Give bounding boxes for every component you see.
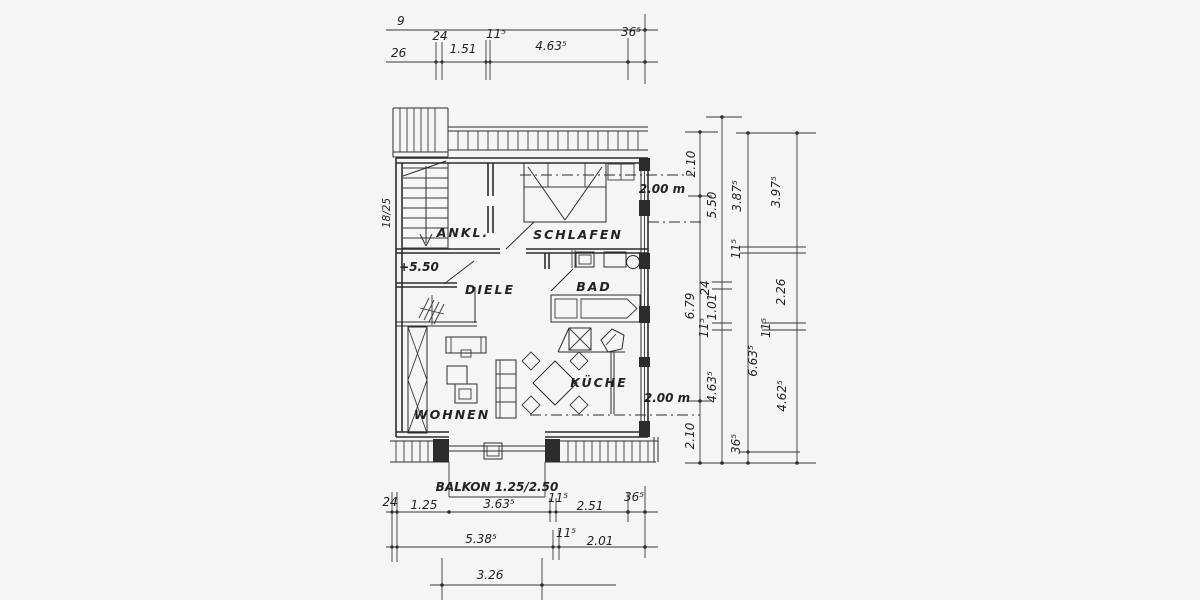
right-dimension-chains: 2.10 6.79 2.10 5.50 24 1.01 11⁵ 4.63⁵ 3.…	[683, 115, 816, 465]
height-label-bottom: 2.00 m	[644, 391, 690, 405]
dim-right3-365: 36⁵	[729, 434, 743, 454]
room-label-kueche: KÜCHE	[570, 375, 628, 390]
dim-bottom-115a: 11⁵	[548, 491, 568, 505]
room-labels: ANKL. SCHLAFEN DIELE BAD KÜCHE WOHNEN +5…	[399, 225, 628, 422]
chair	[569, 395, 589, 415]
dim-right3-6635: 6.63⁵	[746, 345, 760, 377]
sink	[600, 328, 625, 353]
dim-bottom-125: 1.25	[411, 498, 438, 512]
wc-cistern	[603, 251, 627, 268]
dim-right2-24: 24	[698, 280, 712, 295]
height-lines: 2.00 m 2.00 m	[520, 174, 704, 416]
bedroom-door-swing	[505, 221, 535, 250]
dim-right3-115: 11⁵	[729, 239, 743, 259]
chair	[521, 395, 541, 415]
staircase: 18/25	[381, 160, 449, 249]
wall-pier	[639, 158, 650, 171]
radiator	[418, 295, 445, 325]
dim-right2-101: 1.01	[705, 294, 719, 321]
sideboard	[445, 336, 487, 354]
dim-bottom-3635: 3.63⁵	[483, 497, 515, 511]
dim-top-9: 9	[397, 14, 405, 28]
building-walls	[395, 157, 650, 438]
dim-right4-115: 11⁵	[759, 318, 773, 338]
dim-bottom-24: 24	[382, 495, 397, 509]
room-label-bad: BAD	[576, 279, 612, 294]
upper-balcony-railing	[392, 107, 648, 158]
dim-right2-550: 5.50	[705, 191, 719, 218]
balcony-door-step	[483, 442, 503, 460]
dim-top-24: 24	[432, 29, 447, 43]
washbasin	[575, 251, 595, 268]
wall-pier	[639, 421, 650, 437]
balcony-post	[433, 439, 449, 462]
wall-pier	[639, 306, 650, 323]
dim-bottom-5385: 5.38⁵	[465, 532, 497, 546]
armchair	[446, 365, 468, 385]
dim-right2-4635: 4.63⁵	[705, 371, 719, 403]
armchair	[454, 383, 478, 404]
living-room-furniture	[407, 295, 517, 434]
room-label-wohnen: WOHNEN	[414, 407, 490, 422]
room-label-schlafen: SCHLAFEN	[533, 227, 623, 242]
wall-pier	[639, 253, 650, 269]
dim-bottom-201: 2.01	[587, 534, 614, 548]
dim-right2-115: 11⁵	[697, 318, 711, 338]
dining-table	[532, 360, 578, 406]
level-label: +5.50	[399, 260, 439, 274]
dim-bottom-115b: 11⁵	[556, 526, 576, 540]
dim-right4-4625: 4.62⁵	[775, 380, 789, 412]
dim-bottom-251: 2.51	[577, 499, 604, 513]
balkon-label: BALKON 1.25/2.50	[436, 480, 559, 494]
dim-top-115: 11⁵	[486, 27, 506, 41]
dim-bottom-326: 3.26	[477, 568, 504, 582]
bedroom-furniture	[523, 162, 635, 223]
dim-top-26: 26	[391, 46, 407, 60]
chair	[521, 351, 541, 371]
wc-bowl	[626, 255, 640, 269]
bath-door-swing	[550, 268, 574, 292]
dim-right1-679: 6.79	[683, 293, 697, 320]
stair-note: 18/25	[381, 198, 393, 229]
entry-door-swing	[443, 260, 475, 285]
balcony-post	[545, 439, 560, 462]
wall-pier	[639, 357, 650, 367]
dim-top-4635: 4.63⁵	[535, 39, 567, 53]
bottom-dimension-chains: BALKON 1.25/2.50 24 1.25 3.63⁵ 11⁵ 2.51 …	[382, 462, 658, 600]
height-label-top: 2.00 m	[639, 182, 685, 196]
hob	[568, 327, 592, 351]
chair	[569, 351, 589, 371]
top-dimension-chains: 9 26 24 1.51 11⁵ 4.63⁵ 36⁵	[386, 14, 658, 84]
dim-right4-3975: 3.97⁵	[769, 176, 783, 208]
bathroom-fixtures	[550, 250, 641, 323]
stair-cut-line	[402, 160, 447, 177]
kitchen-fixtures	[521, 327, 625, 415]
wall-pier	[639, 200, 650, 216]
braced-knee-wall	[407, 326, 428, 434]
room-label-ankl: ANKL.	[436, 225, 490, 240]
room-label-diele: DIELE	[465, 282, 515, 297]
dim-top-365: 36⁵	[621, 25, 641, 39]
shelf	[495, 359, 517, 419]
door-swings	[443, 221, 574, 292]
dim-bottom-365: 36⁵	[624, 490, 644, 504]
bed	[523, 162, 607, 223]
dim-right4-226: 2.26	[774, 278, 788, 305]
dim-right1-210a: 2.10	[684, 150, 698, 177]
dim-right1-210b: 2.10	[683, 422, 697, 449]
dim-top-151: 1.51	[450, 42, 477, 56]
dim-right3-3875: 3.87⁵	[730, 180, 744, 212]
bathtub	[550, 294, 641, 323]
lower-balcony	[390, 437, 659, 463]
interior-walls	[396, 163, 648, 414]
